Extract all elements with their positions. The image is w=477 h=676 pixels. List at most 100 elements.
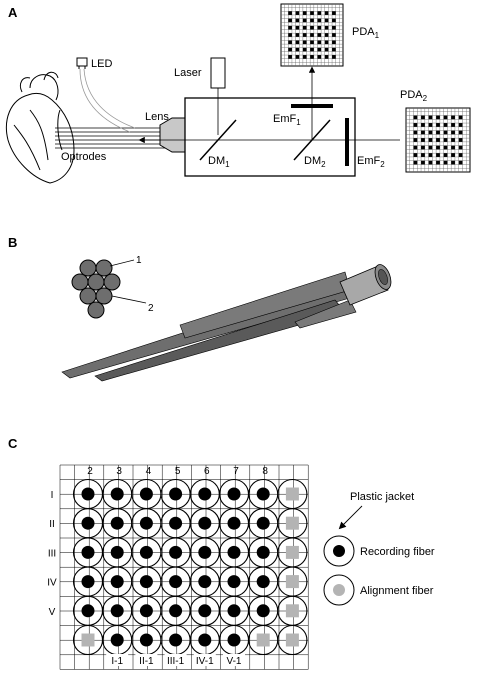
optrode-fibers bbox=[55, 127, 165, 149]
fiber-array bbox=[72, 478, 308, 656]
panel-a: A LED bbox=[5, 3, 471, 184]
photodiode-element bbox=[421, 115, 425, 120]
recording-fiber bbox=[81, 575, 95, 589]
photodiode-element bbox=[413, 123, 418, 127]
photodiode-element bbox=[302, 55, 307, 59]
photodiode-element bbox=[451, 123, 455, 127]
optrodes-label: Optrodes bbox=[61, 151, 107, 163]
photodiode-array-1 bbox=[280, 3, 344, 67]
photodiode-element bbox=[310, 47, 314, 52]
photodiode-element bbox=[310, 40, 314, 45]
photodiode-element bbox=[421, 123, 425, 127]
photodiode-element bbox=[443, 123, 448, 127]
recording-fiber bbox=[256, 604, 270, 618]
photodiode-element bbox=[295, 33, 300, 37]
photodiode-array-2 bbox=[405, 107, 471, 173]
row-label: II bbox=[49, 519, 55, 530]
column-label: 5 bbox=[175, 466, 181, 477]
led-source bbox=[76, 57, 136, 133]
recording-fiber bbox=[110, 487, 124, 501]
recording-fiber bbox=[227, 487, 241, 501]
recording-fiber bbox=[256, 487, 270, 501]
photodiode-element bbox=[310, 18, 314, 23]
recording-fiber bbox=[227, 633, 241, 647]
column-label: 4 bbox=[146, 466, 152, 477]
photodiode-element bbox=[324, 55, 329, 59]
bottom-label: II-1 bbox=[139, 656, 154, 667]
photodiode-element bbox=[413, 138, 418, 142]
legend-plastic-jacket: Plastic jacket bbox=[350, 491, 414, 503]
photodiode-element bbox=[288, 33, 292, 37]
photodiode-element bbox=[317, 40, 322, 45]
photodiode-element bbox=[310, 11, 314, 15]
laser-source bbox=[210, 57, 226, 89]
photodiode-element bbox=[458, 130, 463, 135]
photodiode-element bbox=[443, 145, 448, 150]
photodiode-element bbox=[458, 153, 463, 157]
recording-fiber bbox=[169, 516, 183, 530]
photodiode-element bbox=[443, 138, 448, 142]
recording-fiber bbox=[81, 487, 95, 501]
photodiode-element bbox=[458, 160, 463, 165]
recording-fiber bbox=[139, 633, 153, 647]
photodiode-element bbox=[295, 47, 300, 52]
photodiode-element bbox=[443, 160, 448, 165]
alignment-fiber bbox=[285, 516, 299, 530]
recording-fiber bbox=[169, 545, 183, 559]
photodiode-element bbox=[317, 18, 322, 23]
photodiode-element bbox=[317, 47, 322, 52]
optics-box bbox=[184, 97, 356, 177]
dm2-label: DM2 bbox=[304, 155, 326, 169]
photodiode-element bbox=[413, 153, 418, 157]
photodiode-element bbox=[413, 160, 418, 165]
photodiode-element bbox=[317, 55, 322, 59]
recording-fiber bbox=[227, 516, 241, 530]
photodiode-element bbox=[332, 47, 336, 52]
bottom-label: V-1 bbox=[226, 656, 241, 667]
callout-1-leader bbox=[109, 259, 135, 267]
recording-fiber bbox=[139, 545, 153, 559]
recording-fiber bbox=[256, 516, 270, 530]
emf1-label: EmF1 bbox=[273, 113, 301, 127]
recording-fiber bbox=[198, 487, 212, 501]
recording-fiber bbox=[110, 604, 124, 618]
recording-fiber bbox=[169, 604, 183, 618]
recording-fiber bbox=[110, 516, 124, 530]
alignment-fiber bbox=[285, 633, 299, 647]
pda1-label: PDA1 bbox=[352, 26, 380, 40]
recording-fiber bbox=[169, 487, 183, 501]
recording-fiber bbox=[110, 633, 124, 647]
lens bbox=[159, 117, 186, 153]
photodiode-element bbox=[317, 25, 322, 30]
fiber-cluster-cross-section bbox=[71, 259, 121, 319]
photodiode-element bbox=[458, 145, 463, 150]
photodiode-element bbox=[302, 25, 307, 30]
photodiode-element bbox=[332, 11, 336, 15]
alignment-fiber bbox=[285, 604, 299, 618]
bottom-label: III-1 bbox=[167, 656, 185, 667]
recording-fiber bbox=[227, 545, 241, 559]
alignment-fiber bbox=[285, 487, 299, 501]
photodiode-element bbox=[451, 160, 455, 165]
legend-alignment-fiber: Alignment fiber bbox=[360, 585, 434, 597]
photodiode-element bbox=[324, 25, 329, 30]
photodiode-element bbox=[436, 160, 440, 165]
photodiode-element bbox=[451, 130, 455, 135]
panel-c-letter: C bbox=[8, 436, 18, 451]
photodiode-element bbox=[332, 25, 336, 30]
recording-fiber bbox=[169, 575, 183, 589]
bottom-label-backdrop bbox=[164, 654, 187, 666]
recording-fiber bbox=[198, 604, 212, 618]
recording-fiber bbox=[198, 575, 212, 589]
photodiode-element bbox=[332, 33, 336, 37]
photodiode-element bbox=[288, 18, 292, 23]
recording-fiber bbox=[169, 633, 183, 647]
recording-fiber bbox=[81, 604, 95, 618]
photodiode-element bbox=[295, 55, 300, 59]
photodiode-element bbox=[302, 18, 307, 23]
photodiode-element bbox=[332, 18, 336, 23]
recording-fiber bbox=[139, 487, 153, 501]
